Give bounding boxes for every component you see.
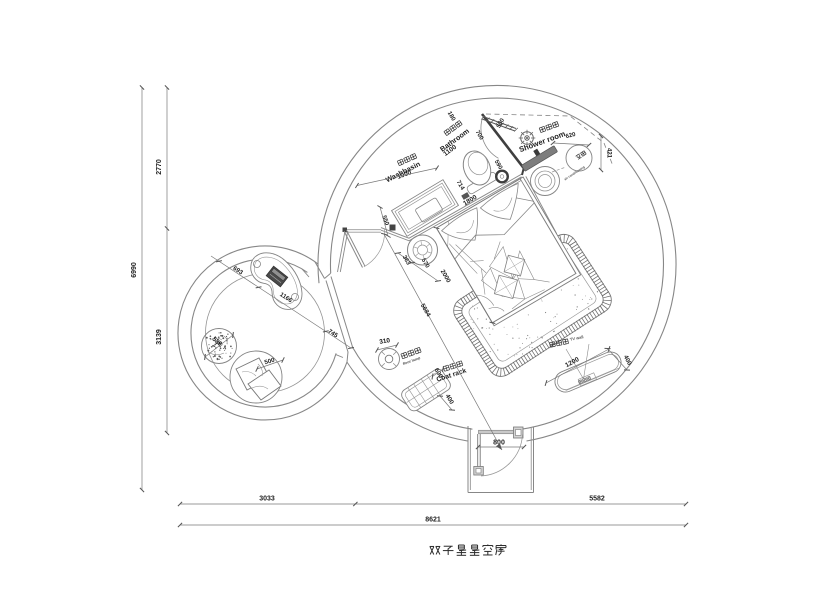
- svg-text:550: 550: [380, 215, 389, 227]
- svg-text:2770: 2770: [156, 159, 163, 175]
- svg-text:310: 310: [379, 337, 391, 346]
- svg-text:8621: 8621: [425, 517, 441, 524]
- svg-text:600: 600: [433, 367, 445, 380]
- svg-text:500: 500: [496, 117, 506, 129]
- svg-text:5582: 5582: [589, 496, 605, 503]
- svg-text:800: 800: [493, 440, 505, 447]
- svg-text:693: 693: [232, 265, 245, 277]
- svg-text:3139: 3139: [156, 329, 163, 345]
- svg-text:620: 620: [565, 132, 577, 140]
- svg-text:6990: 6990: [131, 262, 138, 278]
- svg-text:570: 570: [420, 258, 431, 270]
- svg-text:500: 500: [264, 357, 276, 367]
- svg-text:421: 421: [606, 148, 612, 159]
- svg-text:floor lamp: floor lamp: [402, 356, 421, 366]
- svg-text:3033: 3033: [259, 496, 275, 503]
- svg-text:714: 714: [455, 180, 466, 192]
- svg-text:700: 700: [474, 130, 485, 142]
- svg-text:180: 180: [446, 111, 457, 123]
- svg-text:590: 590: [493, 159, 504, 171]
- svg-text:TV wall: TV wall: [569, 334, 584, 342]
- svg-text:363: 363: [401, 255, 412, 267]
- svg-text:400: 400: [622, 354, 633, 367]
- svg-text:400: 400: [444, 393, 456, 406]
- svg-text:745: 745: [327, 328, 340, 340]
